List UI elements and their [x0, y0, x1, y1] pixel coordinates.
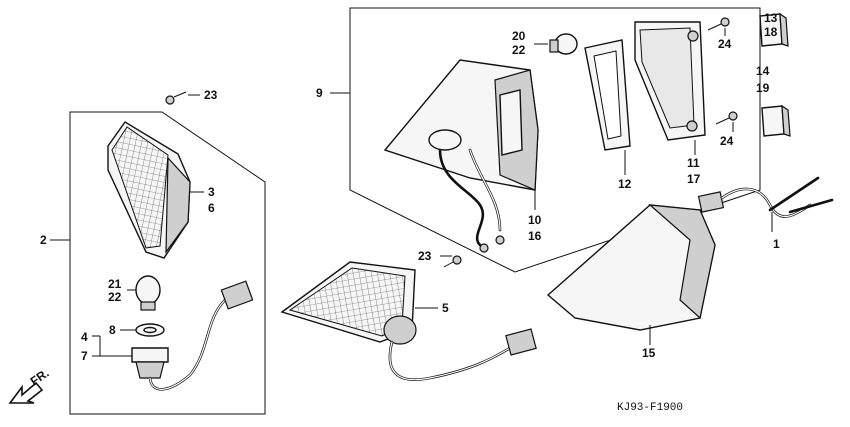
screw-23-top — [165, 91, 200, 105]
label-part-5: 5 — [442, 301, 449, 315]
label-part-19: 19 — [756, 81, 770, 95]
label-part-17: 17 — [687, 172, 701, 186]
label-part-3: 3 — [208, 185, 215, 199]
label-part-14: 14 — [756, 64, 770, 78]
front-marker-label: FR. — [28, 366, 52, 389]
left-washer — [120, 323, 165, 337]
left-lens-assembly — [107, 121, 204, 259]
clip-upper — [759, 12, 789, 47]
wire-harness — [697, 176, 834, 232]
rear-housing — [383, 59, 539, 253]
label-part-24-top: 24 — [718, 37, 732, 51]
label-part-4: 4 — [81, 330, 88, 344]
label-part-8: 8 — [109, 323, 116, 337]
screw-24-top — [707, 17, 730, 36]
screw-24-bottom — [715, 111, 738, 132]
label-part-9: 9 — [316, 86, 323, 100]
label-part-15: 15 — [642, 346, 656, 360]
label-part-20: 20 — [512, 29, 526, 43]
screw-23-mid — [440, 255, 462, 268]
label-part-22-left: 22 — [108, 290, 122, 304]
front-lens-assembly — [280, 261, 537, 381]
diagram-code: KJ93-F1900 — [617, 402, 683, 414]
label-part-18: 18 — [764, 25, 778, 39]
front-direction-arrow-icon — [8, 381, 44, 404]
left-assembly-frame — [50, 111, 266, 415]
label-part-1: 1 — [773, 237, 780, 251]
label-part-10: 10 — [528, 213, 542, 227]
label-part-6: 6 — [208, 201, 215, 215]
clip-lower — [761, 104, 791, 137]
label-part-12: 12 — [618, 177, 632, 191]
label-part-13: 13 — [764, 11, 778, 25]
label-part-22-rear: 22 — [512, 43, 526, 57]
left-socket — [92, 280, 254, 391]
rear-bulb — [534, 33, 578, 55]
label-part-23-top: 23 — [204, 88, 218, 102]
label-part-23-mid: 23 — [418, 249, 432, 263]
left-bulb — [127, 275, 161, 311]
label-part-2: 2 — [40, 233, 47, 247]
rear-lens — [634, 21, 706, 155]
label-part-21: 21 — [108, 277, 122, 291]
label-part-16: 16 — [528, 229, 542, 243]
label-part-7: 7 — [81, 349, 88, 363]
label-part-24-bottom: 24 — [720, 134, 734, 148]
gasket — [584, 39, 631, 175]
side-cover — [546, 204, 716, 345]
label-part-11: 11 — [687, 156, 700, 170]
